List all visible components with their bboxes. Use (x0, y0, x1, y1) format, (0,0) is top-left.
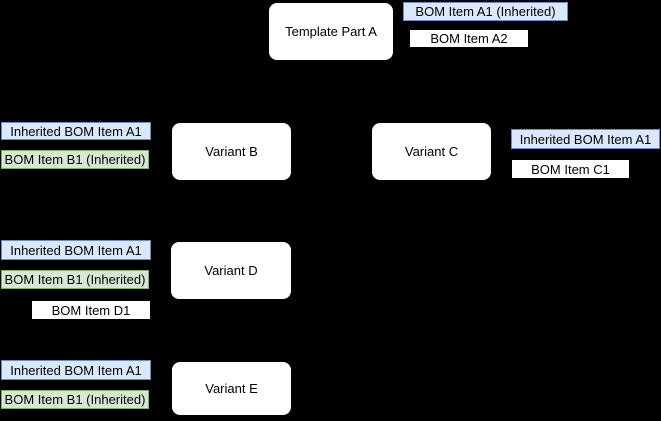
bom-label-d-inherited-a1: Inherited BOM Item A1 (1, 240, 151, 260)
node-template-part-a-label: Template Part A (285, 24, 377, 39)
node-variant-d-label: Variant D (204, 263, 258, 278)
node-variant-b-label: Variant B (205, 144, 258, 159)
bom-label-b-inherited-a1: Inherited BOM Item A1 (1, 122, 151, 140)
node-template-part-a: Template Part A (268, 2, 394, 61)
bom-label-d-b1-inherited: BOM Item B1 (Inherited) (1, 270, 149, 289)
node-variant-d: Variant D (170, 241, 292, 300)
bom-label-e-inherited-a1: Inherited BOM Item A1 (1, 360, 151, 380)
bom-label-a2: BOM Item A2 (409, 29, 529, 48)
bom-label-c1: BOM Item C1 (511, 159, 630, 179)
bom-label-c-inherited-a1: Inherited BOM Item A1 (511, 129, 660, 149)
bom-label-b1-inherited: BOM Item B1 (Inherited) (1, 150, 149, 169)
node-variant-c-label: Variant C (404, 144, 459, 159)
node-variant-c: Variant C (371, 122, 492, 181)
node-variant-e: Variant E (171, 361, 292, 416)
bom-label-d1: BOM Item D1 (31, 300, 151, 320)
bom-label-e-b1-inherited: BOM Item B1 (Inherited) (1, 390, 149, 409)
node-variant-b: Variant B (171, 122, 292, 181)
node-variant-e-label: Variant E (205, 381, 258, 396)
bom-label-a1-inherited: BOM Item A1 (Inherited) (403, 2, 568, 21)
